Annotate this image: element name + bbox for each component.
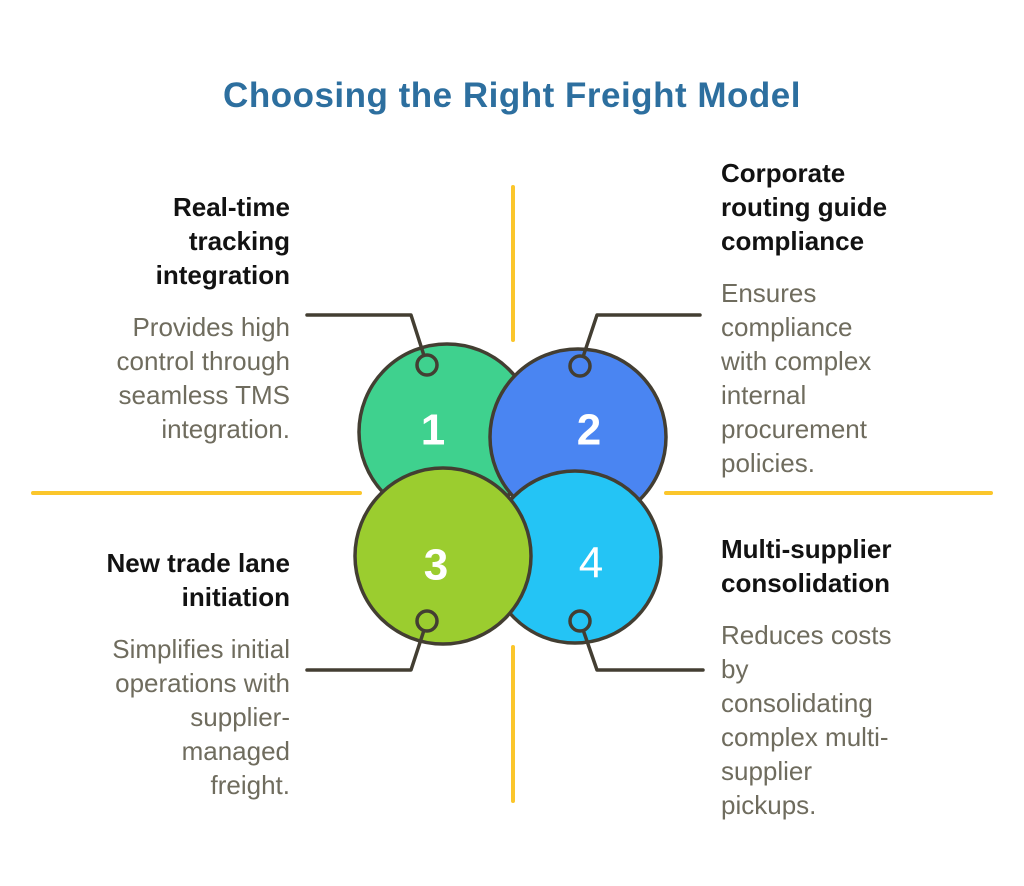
item-2-heading: Corporate routing guide compliance xyxy=(721,158,888,256)
connectors xyxy=(305,313,705,672)
divider-lines xyxy=(31,185,993,803)
connector-line-3 xyxy=(305,619,429,672)
connector-line-1 xyxy=(305,313,429,367)
item-1-description: Provides high control through seamless T… xyxy=(116,312,290,444)
item-4-heading: Multi-supplier consolidation xyxy=(721,534,892,598)
connector-node-2 xyxy=(568,354,592,378)
circle-3-number: 3 xyxy=(424,541,448,590)
item-3-heading: New trade lane initiation xyxy=(106,548,290,612)
venn-circles xyxy=(353,342,668,646)
quadrant-bottom-right: Multi-supplier consolidation Reduces cos… xyxy=(721,532,973,822)
item-3-description: Simplifies initial operations with suppl… xyxy=(112,634,290,800)
circle-1-number: 1 xyxy=(421,406,445,455)
connector-line-2 xyxy=(578,313,702,368)
quadrant-top-right: Corporate routing guide compliance Ensur… xyxy=(721,156,973,480)
connector-node-3 xyxy=(415,609,439,633)
item-1-heading: Real-time tracking integration xyxy=(155,192,290,290)
item-4-description: Reduces costs by consolidating complex m… xyxy=(721,620,892,820)
item-2-description: Ensures compliance with complex internal… xyxy=(721,278,872,478)
connector-line-4 xyxy=(578,619,705,672)
circle-3 xyxy=(353,466,533,646)
quadrant-bottom-left: New trade lane initiation Simplifies ini… xyxy=(38,546,290,802)
page-title: Choosing the Right Freight Model xyxy=(223,76,801,115)
connector-node-1 xyxy=(415,353,439,377)
connector-node-4 xyxy=(568,609,592,633)
quadrant-top-left: Real-time tracking integration Provides … xyxy=(38,190,290,446)
circle-4-number: 4 xyxy=(579,539,603,588)
circle-numbers: 1 2 3 4 xyxy=(421,406,603,590)
circle-2-number: 2 xyxy=(577,406,601,455)
